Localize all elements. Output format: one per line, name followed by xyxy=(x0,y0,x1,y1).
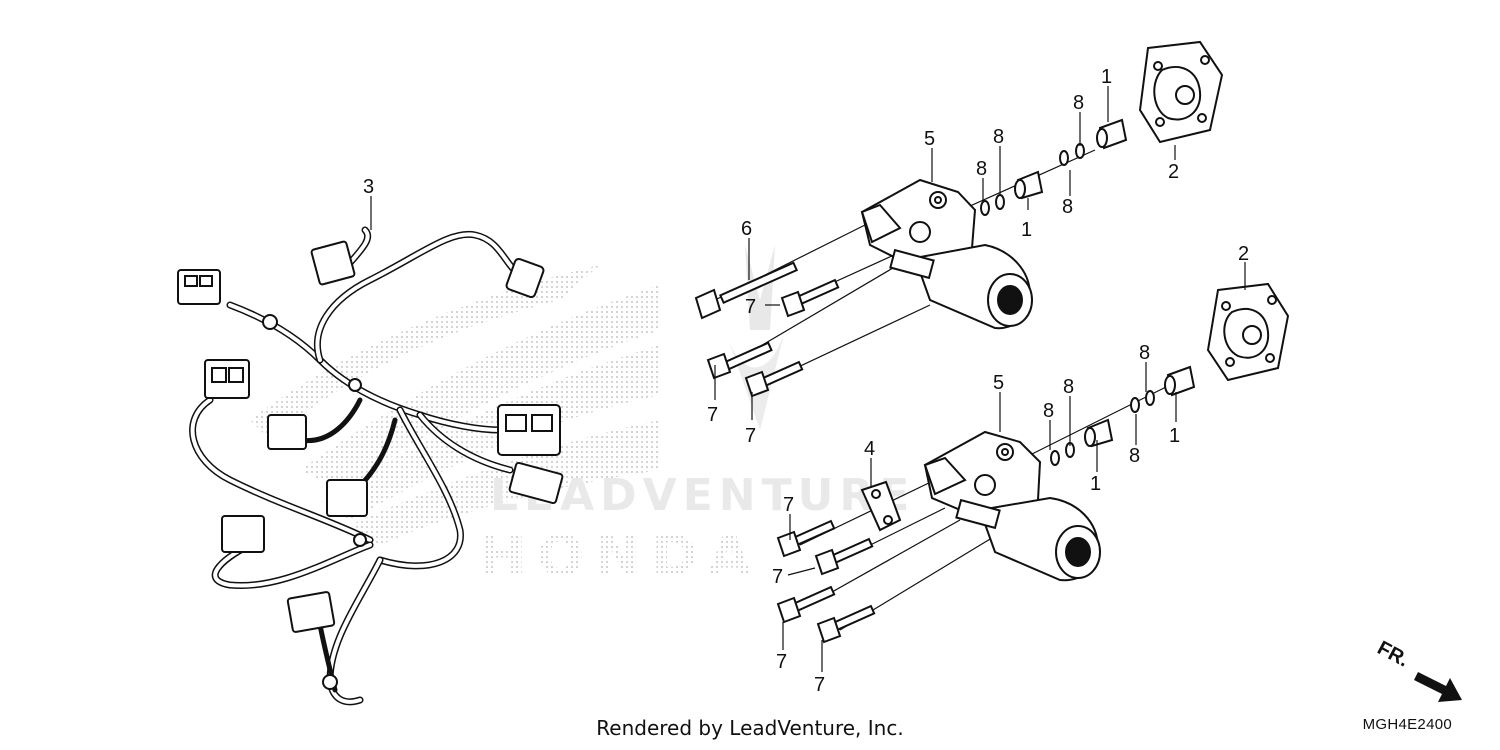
callout-8-upper-a: 8 xyxy=(976,158,987,180)
svg-text:HONDA: HONDA xyxy=(480,524,761,589)
callout-1-upper-b: 1 xyxy=(1101,66,1112,88)
callout-7-lower-c: 7 xyxy=(776,651,787,673)
front-direction-arrow: FR. xyxy=(1374,637,1462,702)
callout-leaders xyxy=(370,86,1246,672)
callout-5-upper: 5 xyxy=(924,128,935,150)
callout-8-upper-c: 8 xyxy=(1062,196,1073,218)
callout-8-upper-b: 8 xyxy=(993,126,1004,148)
callout-4: 4 xyxy=(864,438,875,460)
callout-7-lower-d: 7 xyxy=(814,674,825,696)
callout-8-lower-a: 8 xyxy=(1139,342,1150,364)
callout-5-lower: 5 xyxy=(993,372,1004,394)
lower-solenoid-assembly xyxy=(776,282,1290,644)
callout-3: 3 xyxy=(363,176,374,198)
callout-6: 6 xyxy=(741,218,752,240)
callout-8-lower-b: 8 xyxy=(1063,376,1074,398)
callout-8-lower-c: 8 xyxy=(1043,400,1054,422)
arrow-icon xyxy=(1414,672,1462,702)
callout-1-upper-a: 1 xyxy=(1021,219,1032,241)
callout-7-upper-a: 7 xyxy=(745,296,756,318)
callout-7-lower-b: 7 xyxy=(772,566,783,588)
callout-8-upper-d: 8 xyxy=(1073,92,1084,114)
front-arrow-label: FR. xyxy=(1374,637,1413,672)
callout-7-upper-b: 7 xyxy=(707,404,718,426)
callout-2-upper: 2 xyxy=(1168,161,1179,183)
footer-credit: Rendered by LeadVenture, Inc. xyxy=(596,716,904,740)
callout-7-lower-a: 7 xyxy=(783,494,794,516)
callout-2-lower: 2 xyxy=(1238,243,1249,265)
callout-8-lower-d: 8 xyxy=(1129,445,1140,467)
callouts: 3 5 6 7 7 7 8 8 1 8 8 1 2 2 8 5 8 8 1 8 … xyxy=(363,66,1249,696)
callout-1-lower-a: 1 xyxy=(1169,425,1180,447)
diagram-code: MGH4E2400 xyxy=(1362,716,1452,733)
upper-solenoid-assembly xyxy=(694,40,1224,398)
callout-1-lower-b: 1 xyxy=(1090,473,1101,495)
wire-harness xyxy=(177,226,564,706)
callout-7-upper-c: 7 xyxy=(745,425,756,447)
